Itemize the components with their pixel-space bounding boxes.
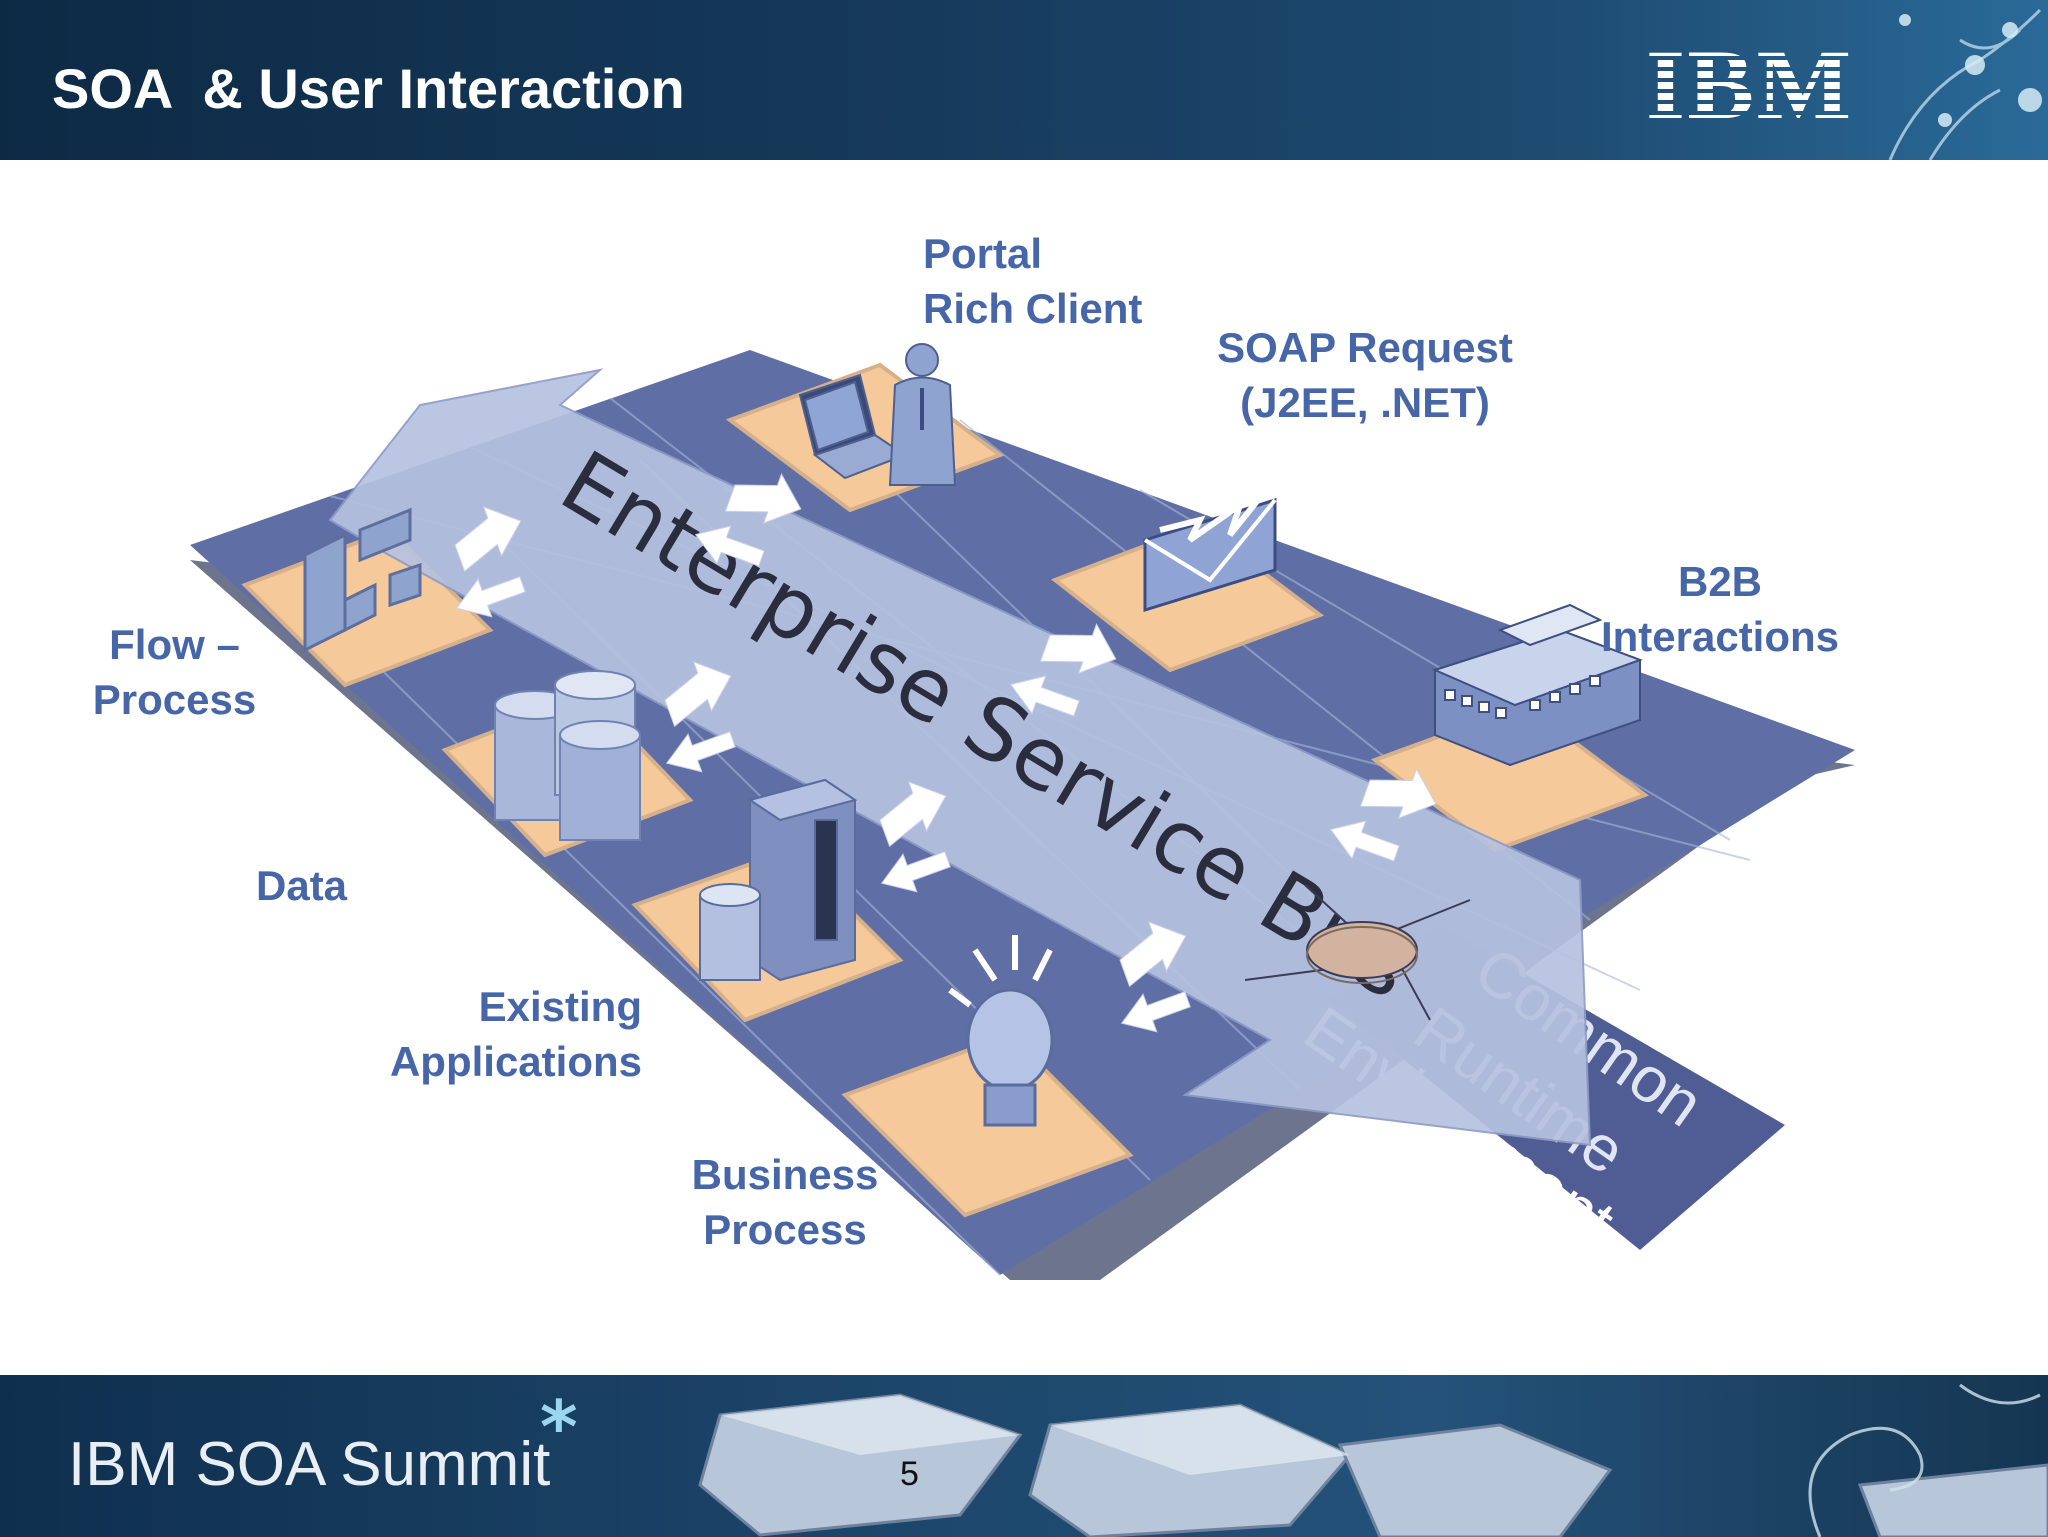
arrow-existing — [879, 781, 951, 893]
arrow-portal — [694, 473, 802, 567]
database-icon — [494, 670, 641, 841]
label-b2b: B2B Interactions — [1600, 558, 1840, 660]
slide-footer: IBM SOA Summit * — [0, 1375, 2048, 1537]
arrow-flow — [454, 506, 526, 618]
connector-arrows — [454, 473, 1437, 1033]
server-icon — [699, 778, 858, 982]
header-decoration — [1888, 8, 2042, 160]
label-business: Business Process — [691, 1151, 879, 1253]
arrow-data — [664, 661, 736, 773]
runtime-hub-icon — [1244, 884, 1471, 1021]
label-existing: Existing Applications — [389, 983, 642, 1085]
label-soap: SOAP Request (J2EE, .NET) — [1217, 324, 1513, 426]
flow-process-icon — [303, 507, 422, 653]
factory-icon — [1432, 603, 1643, 767]
label-portal: Portal Rich Client — [923, 230, 1143, 332]
slide-title: SOA & User Interaction — [52, 57, 685, 120]
label-data: Data — [256, 862, 348, 909]
arrow-business — [1119, 921, 1191, 1033]
footer-star-icon: * — [540, 1385, 578, 1469]
arrow-soap — [1009, 623, 1117, 717]
ibm-logo-text: IBM — [1646, 38, 1851, 128]
arrow-b2b — [1329, 768, 1437, 862]
page-number: 5 — [900, 1455, 919, 1493]
slide-header: SOA & User Interaction IBM — [0, 0, 2048, 160]
lightbulb-icon — [948, 935, 1054, 1127]
soa-diagram: Common Runtime Environment Enterprise Se… — [190, 343, 1855, 1280]
label-flow: Flow – Process — [92, 621, 257, 723]
portal-user-icon — [798, 343, 957, 486]
footer-decoration — [698, 1383, 2048, 1537]
ibm-logo: IBM — [1646, 38, 1851, 128]
envelope-icon — [1143, 483, 1277, 613]
footer-brand: IBM SOA Summit — [68, 1430, 551, 1499]
